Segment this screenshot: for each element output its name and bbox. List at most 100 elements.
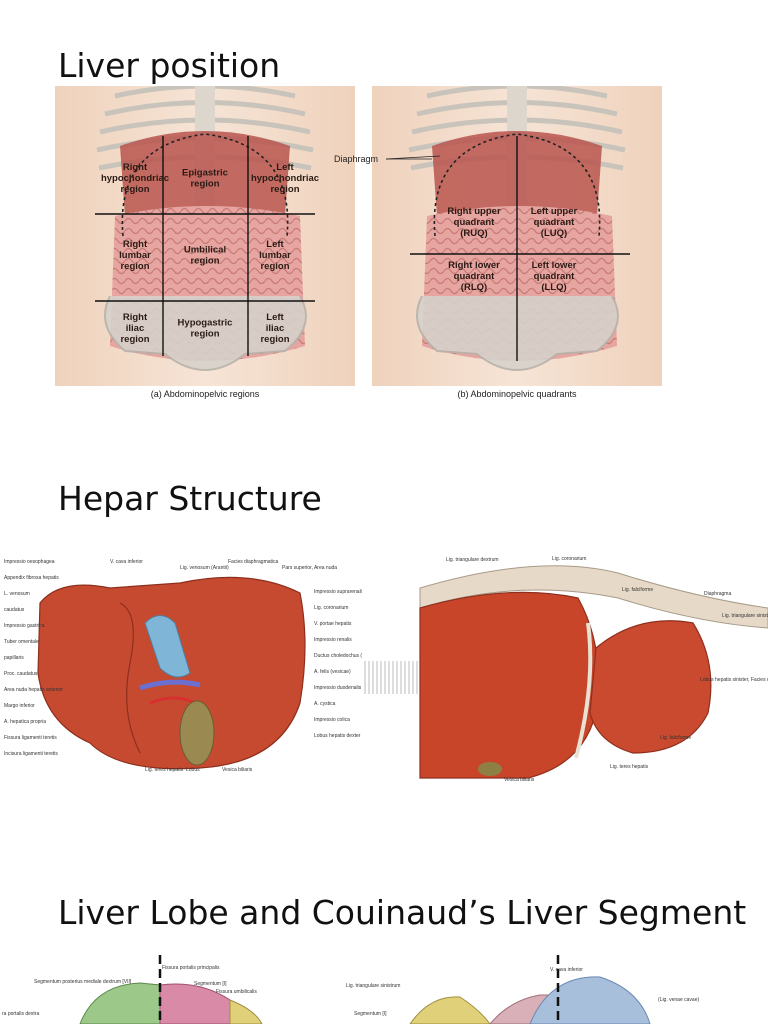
region-label: iliac xyxy=(266,323,285,334)
anatomy-label: Lobus hepatis sinister, Facies diaphragm… xyxy=(700,677,768,683)
region-label: Left xyxy=(276,162,294,173)
anatomy-label: L. venosum xyxy=(4,591,30,597)
anatomy-label: Vesica biliaris xyxy=(222,767,253,773)
region-label: hypochondriac xyxy=(101,173,169,184)
region-label: Epigastric xyxy=(182,168,228,179)
segment-yellow xyxy=(409,996,491,1024)
anatomy-label: V. portae hepatis xyxy=(314,621,352,627)
anatomy-label: A. hepatica propria xyxy=(4,719,46,725)
anatomy-label: A. cystica xyxy=(314,701,336,707)
anatomy-label: Impressio colica xyxy=(314,717,350,723)
anatomy-label: Lig. venosum (Arantii) xyxy=(180,565,229,571)
quadrant-label: quadrant xyxy=(534,271,575,282)
anatomy-label: Vesica biliaris xyxy=(504,777,535,783)
segment-label: Fissura umbilicalis xyxy=(216,989,257,995)
region-label: Left xyxy=(266,312,284,323)
quadrant-label: (RUQ) xyxy=(460,228,487,239)
segment-label: (Lig. venae cavae) xyxy=(658,997,699,1003)
quadrant-label: (LUQ) xyxy=(541,228,567,239)
abdominopelvic-regions-figure: RighthypochondriacregionEpigastricregion… xyxy=(55,86,355,399)
abdominopelvic-quadrants-figure: Diaphragm Right upper quadrant (RUQ) Left u… xyxy=(334,86,662,399)
region-label: Right xyxy=(123,239,148,250)
anatomy-label: Impressio suprarenalis xyxy=(314,589,362,595)
quadrant-label: Right upper xyxy=(447,206,501,217)
anatomy-label: Lig. triangulare sinistrum xyxy=(722,613,768,619)
anatomy-label: Impressio duodenalis xyxy=(314,685,362,691)
anatomy-label: Lig. falciforme xyxy=(622,587,653,593)
segment-yellow xyxy=(229,999,263,1024)
quadrant-label: quadrant xyxy=(534,217,575,228)
liver-fissure xyxy=(119,602,141,754)
segment-label: ra portalis dextra xyxy=(2,1011,39,1017)
anatomy-label: A. felis (vesicae) xyxy=(314,669,351,675)
anatomy-label: Appendix fibrosa hepatis xyxy=(4,575,59,581)
diaphragm-membrane xyxy=(419,565,768,629)
anatomy-label: Pars superior, Area nuda xyxy=(282,565,337,571)
region-label: region xyxy=(120,184,149,195)
diaphragm-label: Diaphragm xyxy=(334,154,378,164)
anatomy-label: Incisura ligamenti teretis xyxy=(4,751,58,757)
left-lobe xyxy=(589,620,712,754)
region-label: region xyxy=(190,179,219,190)
anatomy-label: Lig. coronarium xyxy=(314,605,348,611)
segment-label: Fissura portalis principalis xyxy=(162,965,220,971)
section-title-hepar-structure: Hepar Structure xyxy=(58,479,322,518)
anatomy-label: Lig. triangulare dextrum xyxy=(446,557,499,563)
hepar-anterior-view-figure: Lig. triangulare dextrum Lig. coronariumL… xyxy=(419,556,768,783)
anatomy-label: Tuber omentale xyxy=(4,639,39,645)
region-label: Hypogastric xyxy=(178,318,233,329)
anatomy-label: Lig. falciforme xyxy=(660,735,691,741)
falciform-ligament xyxy=(574,622,593,759)
anatomy-label: papillaris xyxy=(4,655,24,661)
section-title-lobe-segment: Liver Lobe and Couinaud’s Liver Segment xyxy=(58,893,747,932)
region-label: hypochondriac xyxy=(251,173,319,184)
segment-label: Segmentum [I] xyxy=(194,981,227,987)
diaphragm-outline xyxy=(121,133,289,237)
anatomy-label: Lobus xyxy=(186,767,200,773)
portal-vein xyxy=(139,679,201,691)
pelvis xyxy=(104,295,307,371)
anatomy-label: Lig. teres hepatis xyxy=(610,764,649,770)
region-label: Right xyxy=(123,162,148,173)
region-label: Right xyxy=(123,312,148,323)
anatomy-label: Facies diaphragmatica xyxy=(228,559,279,565)
right-lobe xyxy=(419,591,600,779)
region-label: region xyxy=(260,334,289,345)
region-label: lumbar xyxy=(259,250,291,261)
region-label: region xyxy=(120,261,149,272)
region-label: region xyxy=(270,184,299,195)
region-label: iliac xyxy=(126,323,145,334)
quadrant-label: Left upper xyxy=(531,206,578,217)
diaphragm-leader-right xyxy=(385,155,441,160)
anatomy-label: Impressio oesophagea xyxy=(4,559,55,565)
quadrant-label: Left lower xyxy=(532,260,577,271)
region-label: region xyxy=(190,256,219,267)
section-title-liver-position: Liver position xyxy=(58,46,281,85)
region-label: region xyxy=(190,329,219,340)
segment-blue xyxy=(529,976,651,1024)
anatomy-label: Area nuda hepatis anterior xyxy=(4,687,63,693)
anatomy-label: V. cava inferior xyxy=(110,559,143,565)
region-label: Left xyxy=(266,239,284,250)
vena-cava xyxy=(144,615,191,678)
anatomy-label: Margo inferior xyxy=(4,703,35,709)
anatomy-label: Lig. teres hepatis xyxy=(145,767,184,773)
anatomy-label: Diaphragma xyxy=(704,591,731,597)
anatomy-label: caudatus xyxy=(4,607,25,613)
segment-label: Segmentum posterius mediale dextrum [VII… xyxy=(34,979,132,985)
anatomy-label: Fissura ligamenti teretis xyxy=(4,735,57,741)
region-label: region xyxy=(120,334,149,345)
region-label: Umbilical xyxy=(184,245,226,256)
quadrant-label: quadrant xyxy=(454,271,495,282)
anatomy-label: Lig. coronarium xyxy=(552,556,586,562)
quadrant-label: Right lower xyxy=(448,260,500,271)
quadrant-label: (LLQ) xyxy=(541,282,566,293)
figure-a-caption: (a) Abdominopelvic regions xyxy=(151,389,260,399)
anatomy-label: Proc. caudatus xyxy=(4,671,38,677)
anatomy-label: Impressio gastrica xyxy=(4,623,45,629)
segment-label: Segmentum [I] xyxy=(354,1011,387,1017)
anatomy-label: Ductus choledochus (biliaris) xyxy=(314,653,362,659)
